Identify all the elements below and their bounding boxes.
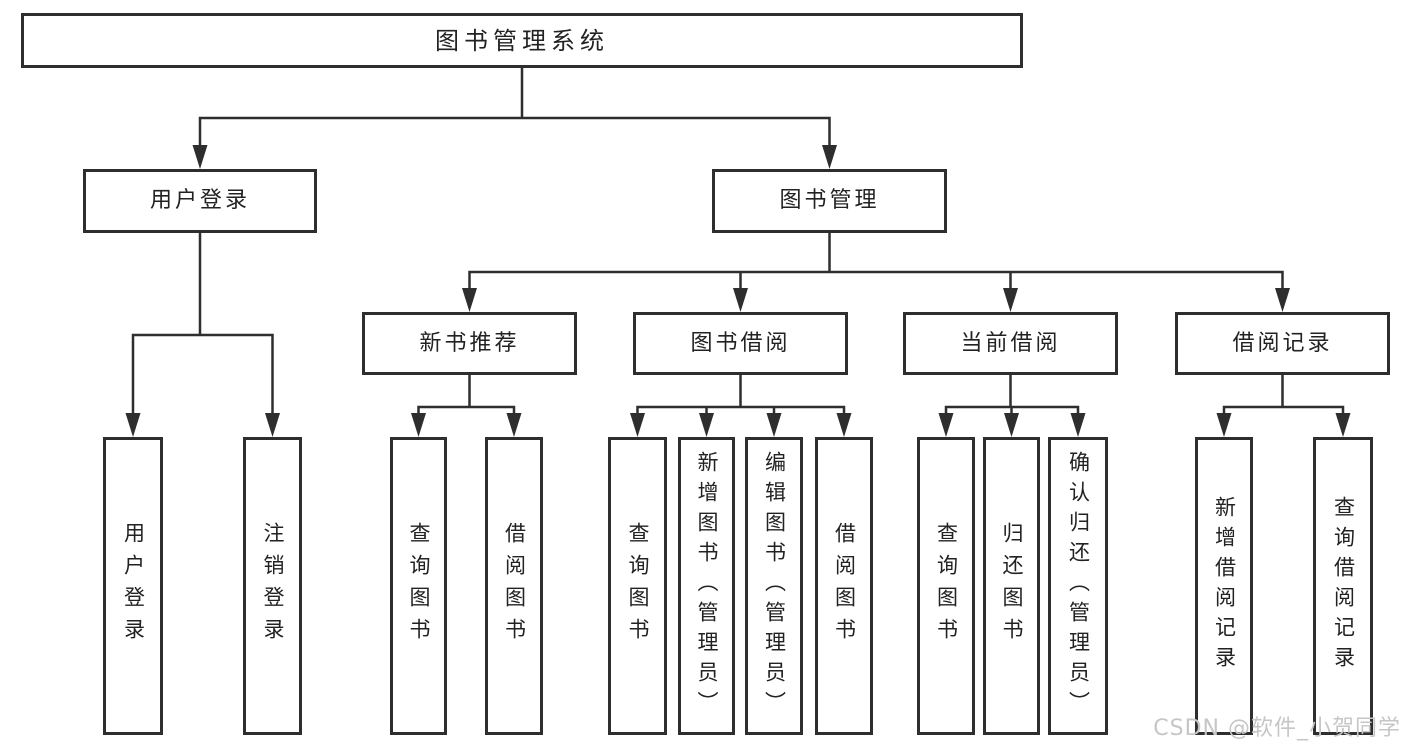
arrowhead-bor-add <box>699 413 714 437</box>
edge-mgmt <box>468 231 1284 292</box>
node-label-cur-query: 查询图书 <box>934 522 959 650</box>
node-label-bor-borrow: 借阅图书 <box>832 522 857 650</box>
node-label-recd-query: 查询借阅记录 <box>1331 496 1356 676</box>
arrowhead-user-login <box>125 413 141 437</box>
node-label-root: 图书管理系统 <box>435 26 609 55</box>
arrowhead-recommend <box>462 288 477 312</box>
node-cur-query: 查询图书 <box>917 437 975 735</box>
arrowhead-borrow <box>733 288 748 312</box>
arrowhead-cur-return <box>1004 413 1019 437</box>
node-label-borrow: 图书借阅 <box>690 330 791 356</box>
node-label-cur-return: 归还图书 <box>1000 522 1024 650</box>
node-bor-edit: 编辑图书（管理员） <box>745 437 803 735</box>
node-rec-query: 查询图书 <box>390 437 447 735</box>
node-records: 借阅记录 <box>1175 312 1390 375</box>
node-label-mgmt: 图书管理 <box>779 188 880 213</box>
arrowhead-bor-query <box>630 413 645 437</box>
edge-current <box>944 373 1080 417</box>
edge-root <box>198 66 831 149</box>
node-label-records: 借阅记录 <box>1232 330 1333 356</box>
node-label-recommend: 新书推荐 <box>419 330 520 356</box>
arrowhead-rec-borrow <box>506 413 522 437</box>
node-current: 当前借阅 <box>903 312 1118 375</box>
edge-recommend <box>417 373 516 417</box>
arrowhead-login <box>192 145 208 169</box>
arrowhead-logout <box>265 413 280 437</box>
node-recommend: 新书推荐 <box>362 312 577 375</box>
node-mgmt: 图书管理 <box>712 169 947 233</box>
node-recd-query: 查询借阅记录 <box>1313 437 1373 735</box>
node-logout: 注销登录 <box>243 437 302 735</box>
node-bor-add: 新增图书（管理员） <box>678 437 735 735</box>
node-login: 用户登录 <box>83 169 317 233</box>
arrowhead-current <box>1003 288 1018 312</box>
node-cur-confirm: 确认归还（管理员） <box>1048 437 1108 735</box>
arrowhead-recd-query <box>1335 413 1351 437</box>
arrowhead-cur-confirm <box>1070 413 1086 437</box>
arrowhead-cur-query <box>938 413 954 437</box>
edge-login <box>131 231 274 417</box>
node-rec-borrow: 借阅图书 <box>485 437 543 735</box>
node-user-login: 用户登录 <box>103 437 163 735</box>
arrowhead-bor-borrow <box>836 413 852 437</box>
arrowhead-bor-edit <box>766 413 782 437</box>
node-label-login: 用户登录 <box>149 188 250 213</box>
node-bor-borrow: 借阅图书 <box>815 437 873 735</box>
node-label-logout: 注销登录 <box>261 522 285 650</box>
watermark-text: CSDN @软件_小贺同学 <box>1153 716 1401 741</box>
arrowhead-records <box>1275 288 1290 312</box>
arrowhead-mgmt <box>822 145 837 169</box>
arrowhead-rec-query <box>411 413 426 437</box>
node-label-current: 当前借阅 <box>960 330 1061 356</box>
node-bor-query: 查询图书 <box>608 437 667 735</box>
node-label-bor-query: 查询图书 <box>626 522 650 650</box>
arrowhead-recd-add <box>1216 413 1232 437</box>
node-label-bor-edit: 编辑图书（管理员） <box>762 451 787 721</box>
node-label-user-login: 用户登录 <box>121 522 146 650</box>
node-label-rec-query: 查询图书 <box>407 522 431 650</box>
node-borrow: 图书借阅 <box>633 312 848 375</box>
node-label-rec-borrow: 借阅图书 <box>502 522 527 650</box>
node-recd-add: 新增借阅记录 <box>1195 437 1253 735</box>
edge-records <box>1222 373 1345 417</box>
edge-borrow <box>636 373 846 417</box>
node-cur-return: 归还图书 <box>983 437 1040 735</box>
node-label-bor-add: 新增图书（管理员） <box>695 451 719 721</box>
node-label-cur-confirm: 确认归还（管理员） <box>1066 451 1091 721</box>
node-root: 图书管理系统 <box>21 13 1023 68</box>
node-label-recd-add: 新增借阅记录 <box>1212 496 1237 676</box>
